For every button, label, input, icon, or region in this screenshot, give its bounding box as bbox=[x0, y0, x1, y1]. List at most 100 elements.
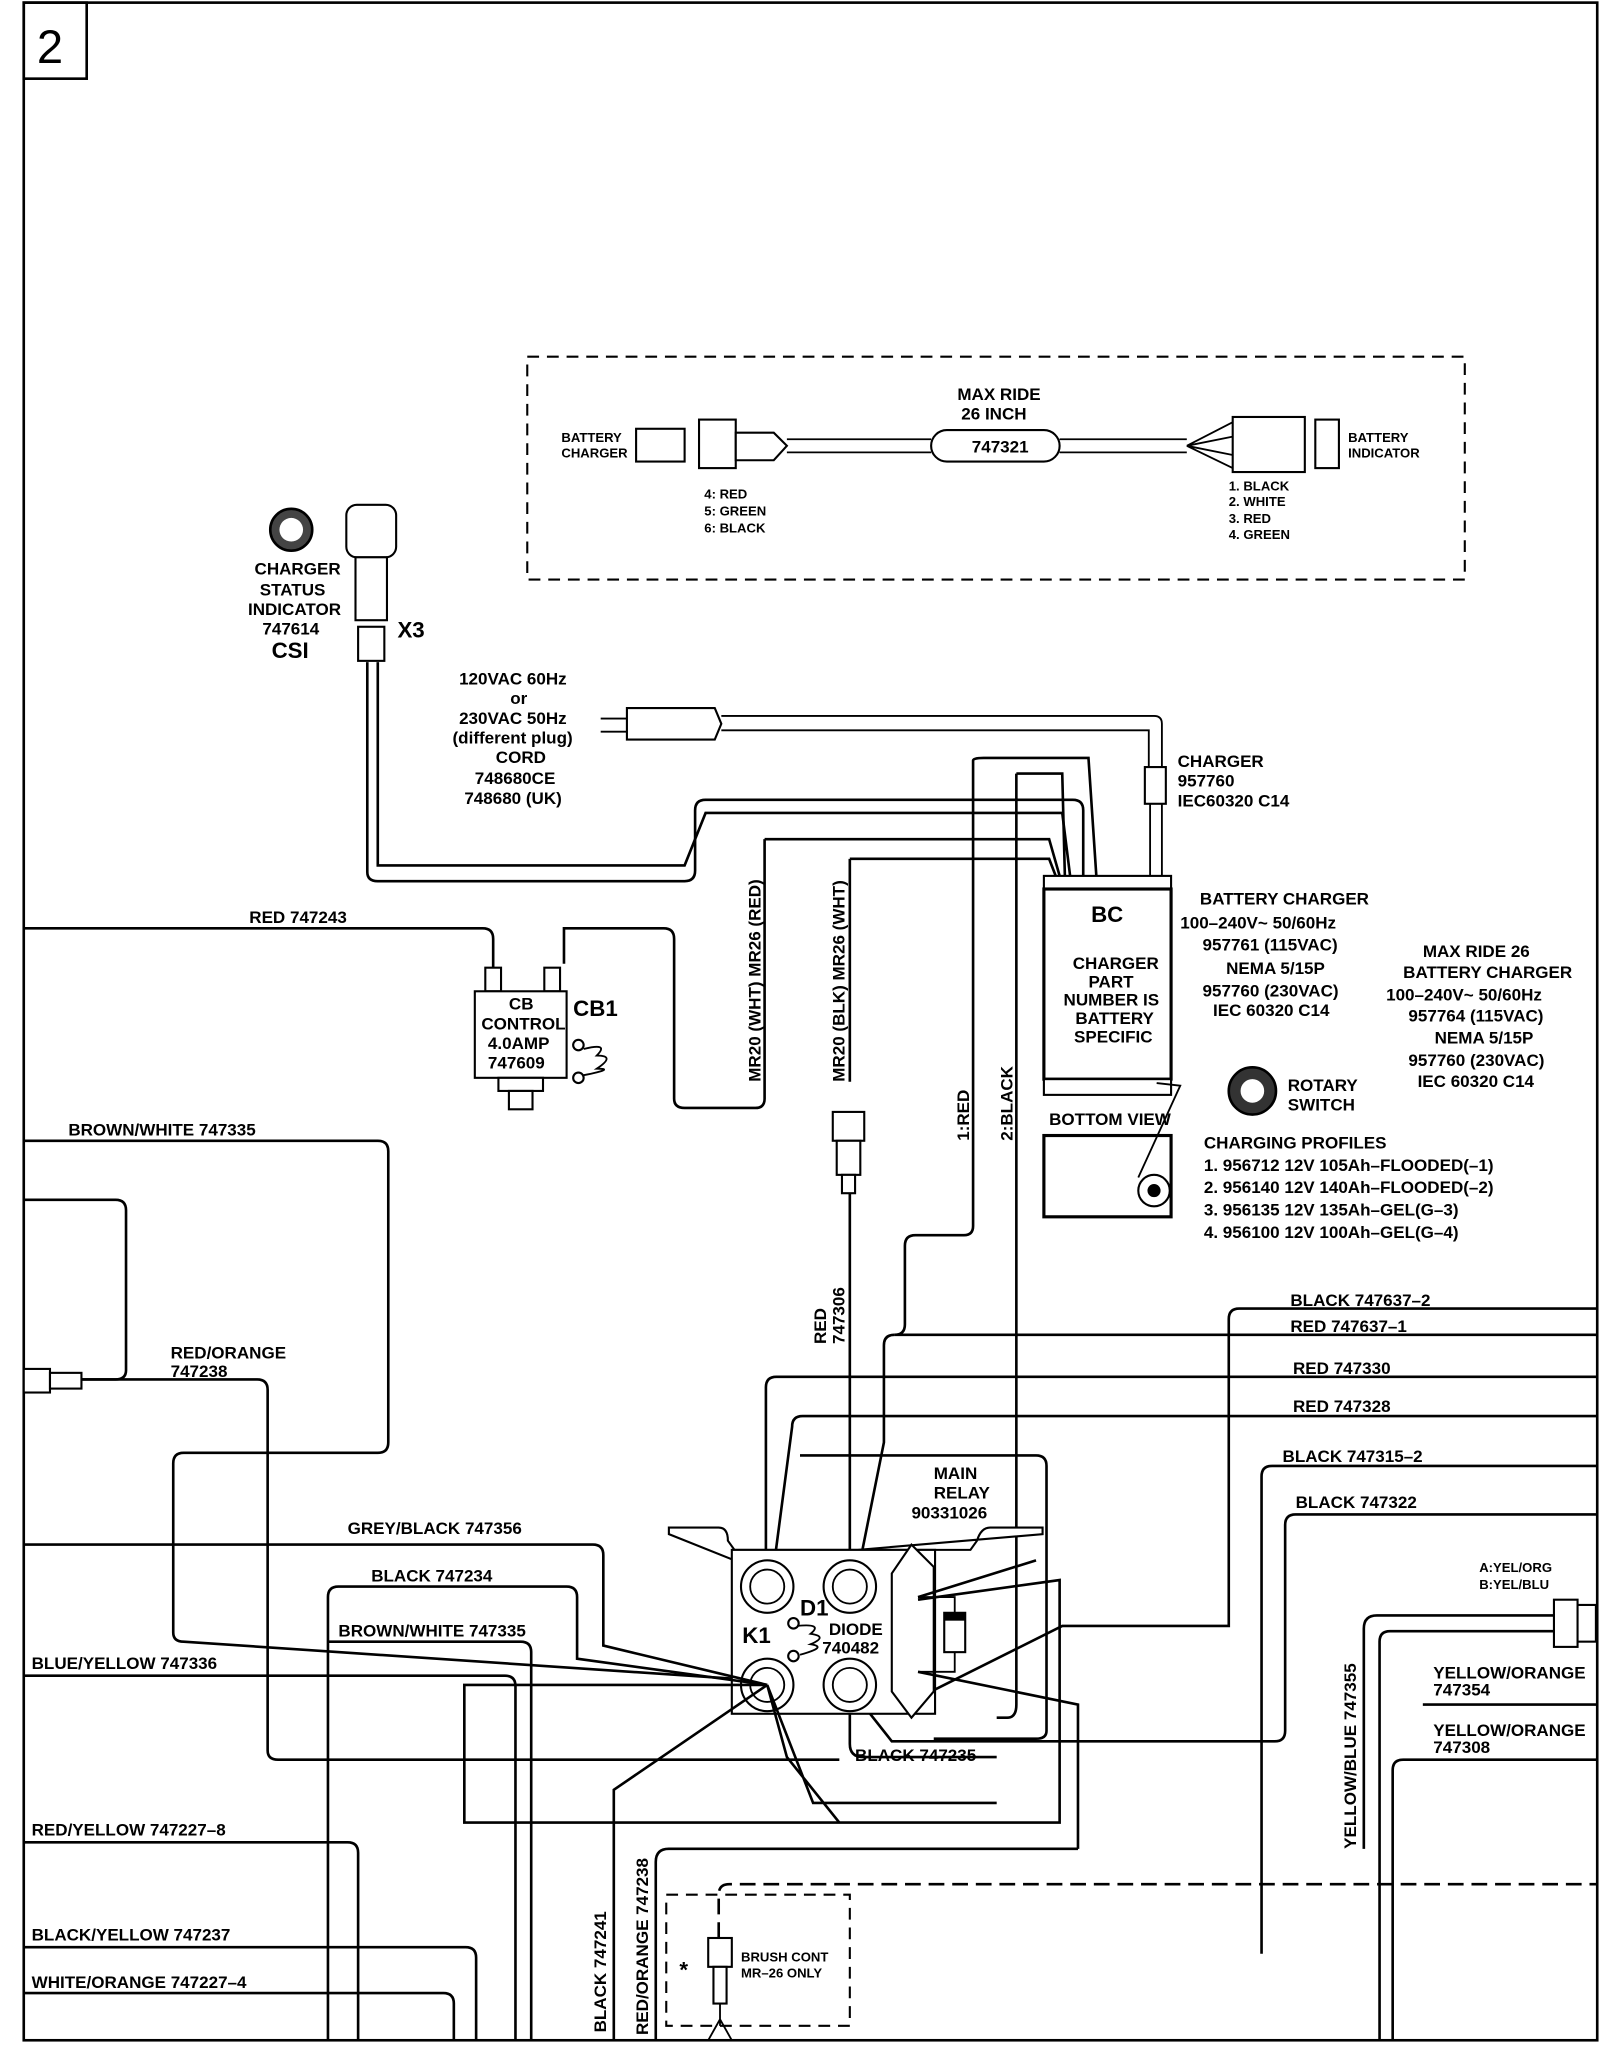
wire-labels-red-orange-747238-v-label: RED/ORANGE 747238 bbox=[633, 1858, 652, 2035]
max-ride-spec-lines-5-label: 957760 (230VAC) bbox=[1408, 1051, 1544, 1070]
charger-inlet-lines-1-label: 957760 bbox=[1178, 772, 1235, 791]
wire-labels-one-red-label: 1:RED bbox=[954, 1090, 973, 1141]
charging-profiles: CHARGING PROFILES 1. 956712 12V 105Ah–FL… bbox=[1204, 1134, 1494, 1242]
battery-charger-box-lines-3-label: BATTERY bbox=[1075, 1009, 1154, 1028]
wire-labels-red-yellow-747227-8-label: RED/YELLOW 747227–8 bbox=[32, 1821, 226, 1840]
charger-spec-lines-3-label: NEMA 5/15P bbox=[1226, 959, 1325, 978]
wire-labels-yellow-orange-747308-label: YELLOW/ORANGE bbox=[1433, 1721, 1585, 1740]
rotary-switch-line2-label: SWITCH bbox=[1288, 1096, 1355, 1115]
charger-inlet-lines-2-label: IEC60320 C14 bbox=[1178, 791, 1290, 810]
cord-lines-5-label: 748680CE bbox=[475, 769, 556, 788]
harness-inset-right-pins-3-label: 4. GREEN bbox=[1229, 527, 1290, 542]
power-cord: 120VAC 60Hz or 230VAC 50Hz (different pl… bbox=[453, 669, 1163, 808]
wire-labels-black-yellow-747237-label: BLACK/YELLOW 747237 bbox=[32, 1926, 231, 1945]
harness-inset-left-label-line1-label: BATTERY bbox=[561, 430, 622, 445]
cord-lines-4-label: CORD bbox=[496, 748, 546, 767]
wire-labels-red-orange-747238-num-label: 747238 bbox=[171, 1362, 228, 1381]
max-ride-spec-lines-3-label: 957764 (115VAC) bbox=[1408, 1006, 1543, 1025]
wire-labels-yellow-orange-747354-num-label: 747354 bbox=[1433, 1680, 1490, 1699]
wire-labels-black-747322-label: BLACK 747322 bbox=[1296, 1493, 1417, 1512]
csi-lines-3-label: 747614 bbox=[262, 620, 319, 639]
charger-spec-lines-5-label: IEC 60320 C14 bbox=[1213, 1001, 1330, 1020]
brush-cont-inset: * BRUSH CONT MR–26 ONLY bbox=[665, 1882, 1598, 2041]
csi-code-label: CSI bbox=[272, 638, 309, 663]
wire-labels-red-747306-label: RED bbox=[811, 1308, 830, 1344]
charging-profiles-title-label: CHARGING PROFILES bbox=[1204, 1134, 1387, 1153]
wire-labels-mr20-wht-mr26-red-label: MR20 (WHT) MR26 (RED) bbox=[746, 879, 765, 1081]
main-relay-diode-lines-1-label: 740482 bbox=[822, 1638, 879, 1657]
harness-inset-right-pins-0-label: 1. BLACK bbox=[1229, 478, 1290, 493]
wire-labels-black-747241-label: BLACK 747241 bbox=[591, 1911, 610, 2032]
wire-labels-red-747306-num-label: 747306 bbox=[830, 1287, 849, 1344]
circuit-breaker-lines-3-label: 747609 bbox=[488, 1054, 545, 1073]
harness-inset: MAX RIDE 26 INCH BATTERY CHARGER 747321 … bbox=[526, 355, 1466, 581]
cord-lines-1-label: or bbox=[510, 689, 527, 708]
csi-lines-2-label: INDICATOR bbox=[248, 600, 341, 619]
harness-inset-left-pins-0-label: 4: RED bbox=[704, 486, 747, 501]
main-relay-lines-0-label: MAIN bbox=[934, 1464, 978, 1483]
csi-connector-label: X3 bbox=[397, 617, 424, 642]
page-number-box bbox=[22, 1, 89, 80]
charger-spec-lines-0-label: BATTERY CHARGER bbox=[1200, 890, 1369, 909]
wire-labels-red-orange-747238-label: RED/ORANGE bbox=[171, 1343, 286, 1362]
circuit-breaker-code-label: CB1 bbox=[573, 996, 618, 1021]
harness-inset-right-pins-1-label: 2. WHITE bbox=[1229, 494, 1286, 509]
max-ride-spec-lines-4-label: NEMA 5/15P bbox=[1435, 1029, 1534, 1048]
wire-labels-blue-yellow-747336-label: BLUE/YELLOW 747336 bbox=[32, 1654, 218, 1673]
wire-labels-red-747243-label: RED 747243 bbox=[249, 908, 347, 927]
max-ride-spec-lines-0-label: MAX RIDE 26 bbox=[1423, 942, 1530, 961]
battery-charger-box-lines-2-label: NUMBER IS bbox=[1064, 991, 1160, 1010]
wire-labels-white-orange-747227-4-label: WHITE/ORANGE 747227–4 bbox=[32, 1973, 247, 1992]
wire-labels-red-747330-label: RED 747330 bbox=[1293, 1359, 1391, 1378]
wire-labels-two-black-label: 2:BLACK bbox=[997, 1065, 1016, 1140]
charger-spec-lines-1-label: 100–240V~ 50/60Hz bbox=[1180, 913, 1336, 932]
harness-part-label bbox=[930, 429, 1061, 463]
harness-inset-left-pins-1-label: 5: GREEN bbox=[704, 503, 766, 518]
wire-labels-grey-black-747356-label: GREY/BLACK 747356 bbox=[348, 1519, 522, 1538]
main-relay-lines-1-label: RELAY bbox=[934, 1484, 991, 1503]
battery-charger-bc: BC CHARGER PART NUMBER IS BATTERY SPECIF… bbox=[1042, 874, 1182, 1219]
harness-inset-right-pins-2-label: 3. RED bbox=[1229, 511, 1271, 526]
main-relay-diode-code-label: D1 bbox=[800, 1595, 828, 1620]
main-relay-diode-lines-0-label: DIODE bbox=[829, 1620, 883, 1639]
wire-labels-brown-white-747335-top-label: BROWN/WHITE 747335 bbox=[68, 1121, 255, 1140]
cord-lines-0-label: 120VAC 60Hz bbox=[459, 669, 567, 688]
battery-charger-box-lines-0-label: CHARGER bbox=[1073, 954, 1159, 973]
wire-labels-brown-white-747335-label: BROWN/WHITE 747335 bbox=[338, 1621, 525, 1640]
harness-inset-title-line1-label: MAX RIDE bbox=[957, 385, 1040, 404]
circuit-breaker-cb1: CB CONTROL 4.0AMP 747609 CB1 bbox=[473, 966, 618, 1111]
charger-spec: BATTERY CHARGER 100–240V~ 50/60Hz 957761… bbox=[1180, 890, 1369, 1020]
max-ride-spec-lines-2-label: 100–240V~ 50/60Hz bbox=[1386, 985, 1542, 1004]
max-ride-spec: MAX RIDE 26 BATTERY CHARGER 100–240V~ 50… bbox=[1386, 942, 1572, 1091]
csi-lines-1-label: STATUS bbox=[260, 580, 326, 599]
wire-labels-black-747637-2-label: BLACK 747637–2 bbox=[1290, 1291, 1430, 1310]
charger-status-indicator: CHARGER STATUS INDICATOR 747614 CSI X3 bbox=[248, 503, 425, 663]
connector-ab-line2-label: B:YEL/BLU bbox=[1479, 1577, 1549, 1592]
wire-labels-black-747235-label: BLACK 747235 bbox=[855, 1746, 976, 1765]
harness-inset-left-pins-2-label: 6: BLACK bbox=[704, 520, 766, 535]
wire-labels-black-747315-2-label: BLACK 747315–2 bbox=[1283, 1447, 1423, 1466]
wire-labels-yellow-orange-747308-num-label: 747308 bbox=[1433, 1738, 1490, 1757]
rotary-switch-line1-label: ROTARY bbox=[1288, 1076, 1359, 1095]
cord-lines-3-label: (different plug) bbox=[453, 728, 573, 747]
battery-charger-box-lines-1-label: PART bbox=[1088, 972, 1134, 991]
wire-labels-black-747234-label: BLACK 747234 bbox=[371, 1566, 493, 1585]
harness-inset-title-line2-label: 26 INCH bbox=[961, 405, 1026, 424]
circuit-breaker-lines-0-label: CB bbox=[509, 995, 534, 1014]
brush-cont-line2-label: MR–26 ONLY bbox=[741, 1965, 822, 1980]
page-number: 2 bbox=[37, 21, 63, 74]
charger-spec-lines-4-label: 957760 (230VAC) bbox=[1203, 982, 1339, 1001]
charger-inlet-lines-0-label: CHARGER bbox=[1178, 752, 1264, 771]
wire-labels-mr20-blk-mr26-wht-label: MR20 (BLK) MR26 (WHT) bbox=[830, 880, 849, 1082]
circuit-breaker-lines-1-label: CONTROL bbox=[481, 1014, 565, 1033]
charging-profiles-items-3-label: 4. 956100 12V 100Ah–GEL(G–4) bbox=[1204, 1223, 1459, 1242]
battery-charger-box-bottom-view-label: BOTTOM VIEW bbox=[1049, 1110, 1172, 1129]
cord-lines-6-label: 748680 (UK) bbox=[464, 789, 562, 808]
wire-labels-yellow-blue-747355-label: YELLOW/BLUE 747355 bbox=[1341, 1663, 1360, 1849]
harness-inset-harness-part-label: 747321 bbox=[972, 437, 1029, 456]
max-ride-spec-lines-6-label: IEC 60320 C14 bbox=[1418, 1072, 1535, 1091]
brush-cont-line1-label: BRUSH CONT bbox=[741, 1950, 828, 1965]
harness-inset-right-label-line1-label: BATTERY bbox=[1348, 430, 1409, 445]
csi-lines-0-label: CHARGER bbox=[255, 559, 341, 578]
